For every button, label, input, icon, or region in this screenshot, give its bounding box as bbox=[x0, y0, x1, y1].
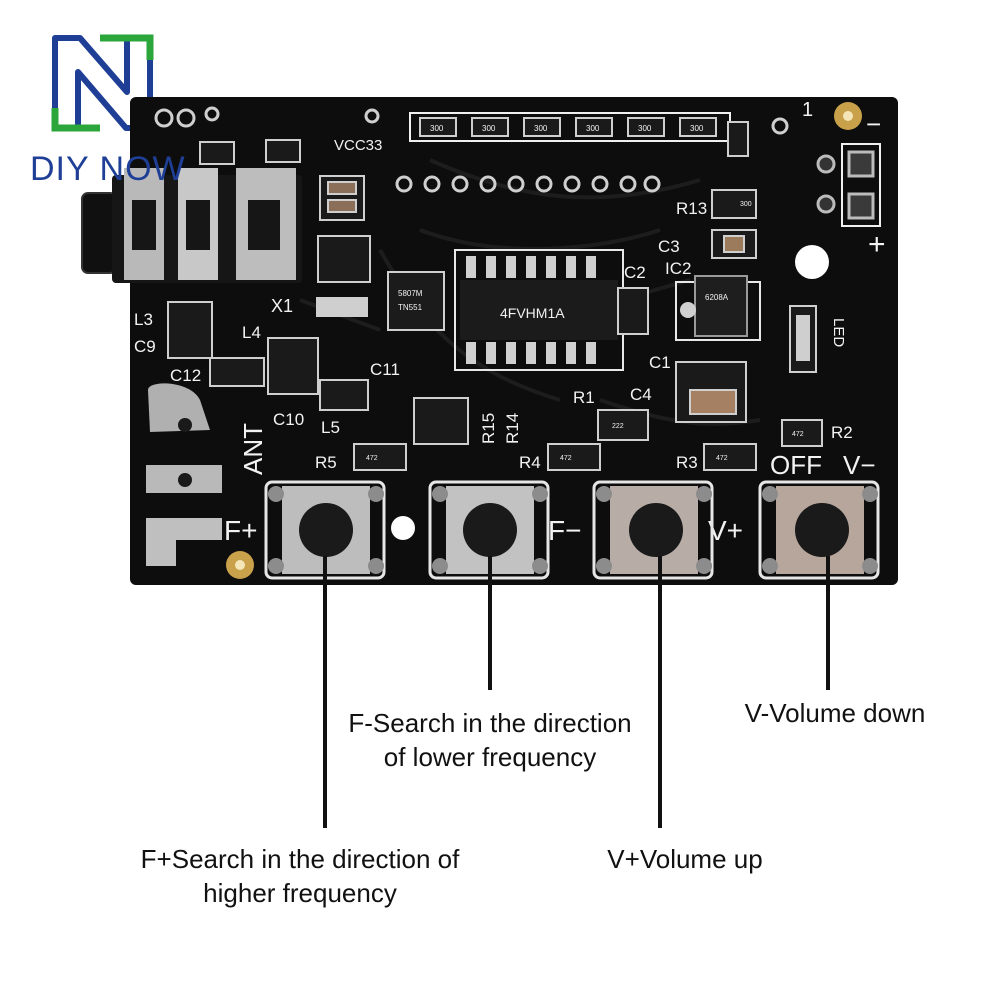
callout-f-minus-line-1: F-Search in the direction bbox=[348, 708, 632, 738]
svg-text:C3: C3 bbox=[658, 237, 680, 256]
svg-text:300: 300 bbox=[482, 124, 496, 133]
svg-text:L4: L4 bbox=[242, 323, 261, 342]
callout-f-minus: F-Search in the direction of lower frequ… bbox=[310, 706, 670, 774]
svg-text:R3: R3 bbox=[676, 453, 698, 472]
header-pin-holes bbox=[154, 106, 789, 193]
audio-jack bbox=[81, 168, 302, 283]
power-pads bbox=[795, 102, 881, 279]
svg-text:OFF: OFF bbox=[770, 450, 822, 480]
svg-text:300: 300 bbox=[586, 124, 600, 133]
callout-v-plus: V+Volume up bbox=[565, 842, 805, 876]
svg-text:C2: C2 bbox=[624, 263, 646, 282]
svg-text:C10: C10 bbox=[273, 410, 304, 429]
callout-f-minus-line-2: of lower frequency bbox=[383, 742, 597, 772]
svg-text:R4: R4 bbox=[519, 453, 541, 472]
svg-text:300: 300 bbox=[690, 124, 704, 133]
svg-text:C12: C12 bbox=[170, 366, 201, 385]
svg-text:472: 472 bbox=[792, 431, 804, 438]
svg-text:C11: C11 bbox=[370, 360, 400, 379]
crystal bbox=[316, 297, 368, 317]
svg-text:1: 1 bbox=[802, 99, 813, 121]
tactile-button-v-minus[interactable] bbox=[758, 480, 880, 580]
resistor-row: 300 300 300 300 300 300 bbox=[409, 112, 749, 157]
svg-text:6208A: 6208A bbox=[705, 293, 729, 302]
svg-text:TN551: TN551 bbox=[398, 303, 423, 312]
svg-text:R15: R15 bbox=[479, 413, 498, 444]
callout-f-plus: F+Search in the direction of higher freq… bbox=[100, 842, 500, 910]
svg-text:VCC33: VCC33 bbox=[334, 137, 382, 154]
svg-text:ANT: ANT bbox=[238, 423, 268, 475]
small-chip: 5807M TN551 bbox=[387, 271, 445, 331]
svg-text:472: 472 bbox=[560, 455, 572, 462]
svg-text:+: + bbox=[868, 228, 886, 261]
main-chip: 4FVHM1A bbox=[454, 249, 624, 371]
svg-text:R5: R5 bbox=[315, 453, 337, 472]
brand-logo-text: DIY NOW bbox=[30, 150, 186, 188]
callout-f-plus-line-2: higher frequency bbox=[203, 878, 397, 908]
svg-text:R1: R1 bbox=[573, 388, 595, 407]
svg-text:R2: R2 bbox=[831, 423, 853, 442]
callout-v-plus-line-1: V+Volume up bbox=[607, 844, 763, 874]
regulator-chip: 6208A bbox=[675, 275, 761, 341]
callout-v-minus-line-1: V-Volume down bbox=[744, 698, 926, 728]
svg-text:300: 300 bbox=[740, 201, 752, 208]
callout-v-minus: V-Volume down bbox=[700, 696, 970, 730]
svg-text:F+: F+ bbox=[224, 515, 257, 546]
svg-text:300: 300 bbox=[638, 124, 652, 133]
svg-text:X1: X1 bbox=[271, 296, 293, 316]
svg-text:300: 300 bbox=[534, 124, 548, 133]
svg-text:L3: L3 bbox=[134, 310, 153, 329]
svg-text:300: 300 bbox=[430, 124, 444, 133]
svg-text:4FVHM1A: 4FVHM1A bbox=[500, 305, 565, 321]
silkscreen-labels: VCC33 X1 L3 C9 L4 C12 C11 C10 L5 ANT R15… bbox=[134, 99, 886, 546]
svg-text:R13: R13 bbox=[676, 199, 707, 218]
svg-text:−: − bbox=[866, 109, 881, 139]
passive-components bbox=[167, 139, 823, 471]
svg-text:5807M: 5807M bbox=[398, 289, 423, 298]
svg-text:472: 472 bbox=[366, 455, 378, 462]
svg-text:V+: V+ bbox=[708, 515, 743, 546]
svg-text:R14: R14 bbox=[503, 413, 522, 444]
callout-f-plus-line-1: F+Search in the direction of bbox=[140, 844, 460, 874]
svg-text:V−: V− bbox=[843, 450, 876, 480]
svg-text:C1: C1 bbox=[649, 353, 671, 372]
tactile-button-v-plus[interactable] bbox=[592, 480, 714, 580]
antenna-pads bbox=[146, 383, 415, 579]
svg-text:IC2: IC2 bbox=[665, 259, 691, 278]
svg-text:LED: LED bbox=[830, 318, 847, 347]
svg-text:C4: C4 bbox=[630, 385, 652, 404]
svg-text:F−: F− bbox=[548, 515, 581, 546]
svg-text:472: 472 bbox=[716, 455, 728, 462]
svg-text:L5: L5 bbox=[321, 418, 340, 437]
svg-text:C9: C9 bbox=[134, 337, 156, 356]
svg-text:222: 222 bbox=[612, 423, 624, 430]
